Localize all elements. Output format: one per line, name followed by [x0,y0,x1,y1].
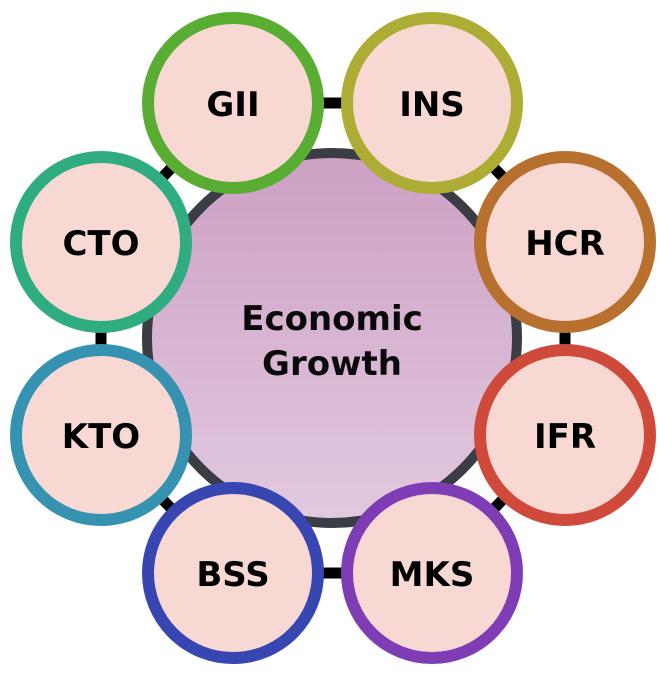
node-label: MKS [390,555,475,595]
node-circle-gii [142,12,324,194]
node-label: KTO [62,417,140,457]
node-circle-cto [10,151,192,333]
node-label: GII [206,85,259,125]
center-circle [142,148,522,528]
node-circle-mks [341,482,523,664]
node-circle-ins [341,12,523,194]
node-ifr: IFR [474,344,656,526]
node-circle-kto [10,344,192,526]
node-label: INS [399,85,465,125]
node-circle-hcr [474,151,656,333]
node-cto: CTO [10,151,192,333]
center-hub: Economic Growth [142,148,522,528]
node-label: HCR [525,224,605,264]
node-label: BSS [196,555,269,595]
node-label: IFR [534,417,596,457]
node-circle-bss [142,482,324,664]
node-circle-ifr [474,344,656,526]
node-ins: INS [341,12,523,194]
center-label-line2: Growth [262,344,402,384]
node-kto: KTO [10,344,192,526]
center-label-line1: Economic [241,299,423,339]
node-hcr: HCR [474,151,656,333]
node-gii: GII [142,12,324,194]
node-mks: MKS [341,482,523,664]
node-label: CTO [62,224,139,264]
node-bss: BSS [142,482,324,664]
